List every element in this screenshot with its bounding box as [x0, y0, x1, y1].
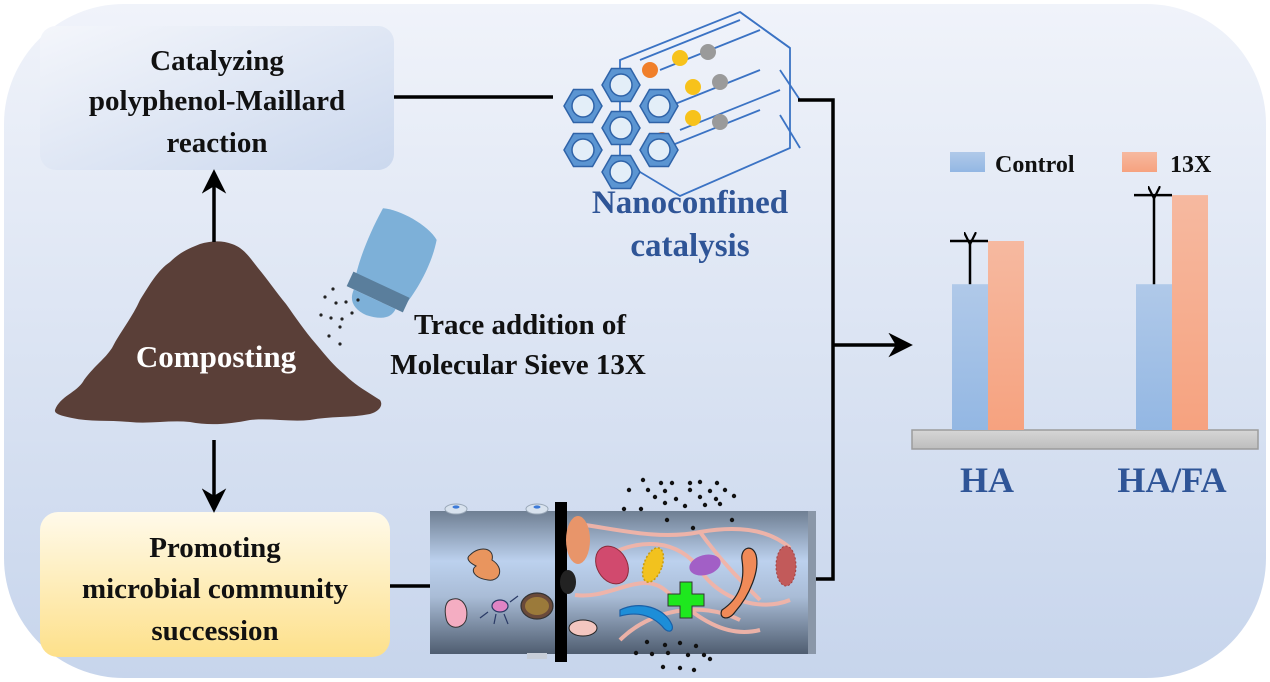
merge-bracket	[798, 98, 835, 581]
catalytic-particle	[712, 74, 728, 90]
nanoconfined-label-line-1: Nanoconfined	[592, 185, 788, 221]
compost-pile: Composting	[54, 241, 382, 425]
microbe-particles	[621, 477, 737, 673]
promoting-box-line-1: Promoting	[149, 532, 281, 564]
legend-swatch-13x	[1122, 152, 1157, 172]
zeolite-pore	[571, 94, 595, 118]
legend-swatch-control	[950, 152, 985, 172]
catalytic-particle	[712, 114, 728, 130]
catalyzing-box-line-2: polyphenol-Maillard	[89, 85, 345, 117]
catalytic-particle	[672, 50, 688, 66]
zeolite-structure-icon	[563, 10, 801, 198]
bar-13x-ha	[988, 241, 1024, 430]
composting-label: Composting	[136, 339, 297, 374]
zeolite-pore	[647, 94, 671, 118]
legend-label-control: Control	[995, 152, 1075, 178]
reactor-cylinder	[430, 502, 816, 662]
bar-control-ha	[952, 284, 988, 430]
category-label-ha: HA	[960, 460, 1014, 500]
catalytic-particle	[685, 110, 701, 126]
catalyzing-box-line-1: Catalyzing	[150, 45, 284, 77]
chart-baseline	[911, 429, 1259, 450]
promoting-box-line-2: microbial community	[82, 573, 349, 605]
powder-particles	[319, 287, 360, 346]
legend-label-13x: 13X	[1170, 152, 1212, 178]
zeolite-pore	[647, 138, 671, 162]
additive-label-line-2: Molecular Sieve 13X	[390, 349, 646, 381]
promoting-box: Promoting microbial community succession	[40, 512, 390, 657]
bar-chart: Control 13X HA HA/FA	[911, 152, 1259, 500]
zeolite-pore	[609, 160, 633, 184]
catalytic-particle	[685, 79, 701, 95]
zeolite-pore	[609, 73, 633, 97]
bar-13x-ha-fa	[1172, 195, 1208, 430]
catalyzing-box-line-3: reaction	[167, 127, 268, 159]
catalyzing-box: Catalyzing polyphenol-Maillard reaction	[40, 26, 394, 170]
bar-control-ha-fa	[1136, 284, 1172, 430]
zeolite-pore	[609, 116, 633, 140]
promoting-box-line-3: succession	[151, 615, 278, 647]
catalytic-particle	[700, 44, 716, 60]
nanoconfined-label-line-2: catalysis	[630, 228, 749, 264]
shaker-icon	[346, 208, 437, 318]
zeolite-pore	[571, 138, 595, 162]
additive-label-line-1: Trace addition of	[414, 309, 626, 341]
background-panel	[4, 4, 1266, 678]
category-label-ha-fa: HA/FA	[1117, 460, 1226, 500]
catalytic-particle	[642, 62, 658, 78]
plus-icon	[667, 581, 705, 619]
